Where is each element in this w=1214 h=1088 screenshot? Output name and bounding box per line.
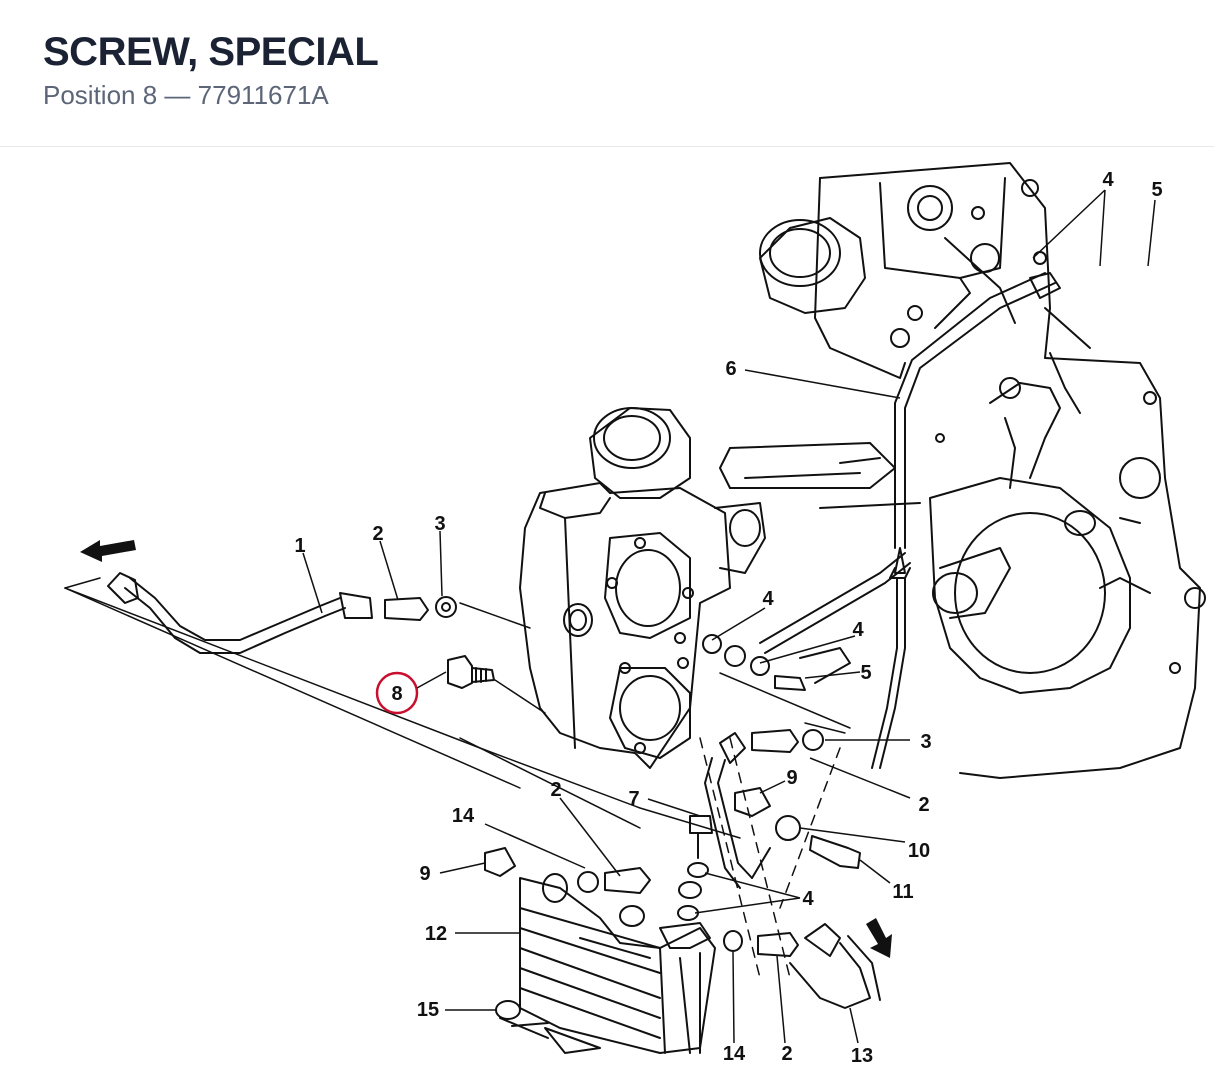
callout-2[interactable]: 2 [918,794,929,816]
return-arrow [866,918,892,958]
callout-2[interactable]: 2 [372,523,383,545]
callout-9[interactable]: 9 [786,767,797,789]
outflow-arrow [80,540,136,562]
washer-3 [435,596,457,618]
callout-12[interactable]: 12 [425,923,447,945]
crankcase-cover [929,377,1206,694]
callout-10[interactable]: 10 [908,840,930,862]
position-label: Position 8 [43,80,158,110]
part-subtitle: Position 8 — 77911671A [43,80,329,111]
callout-4[interactable]: 4 [802,888,814,910]
callout-2[interactable]: 2 [550,779,561,801]
callout-5[interactable]: 5 [860,662,871,684]
callout-11[interactable]: 11 [892,881,913,903]
part-number: 77911671A [197,80,329,110]
rear-cylinder-head [814,162,1201,779]
highlight-ring [375,671,419,715]
part-title: SCREW, SPECIAL [43,30,379,74]
callout-2[interactable]: 2 [781,1043,792,1065]
callout-4[interactable]: 4 [1102,169,1114,191]
oil-line-front [759,552,911,654]
callout-14[interactable]: 14 [723,1043,746,1065]
callout-5[interactable]: 5 [1151,179,1162,201]
oil-line-1 [107,572,373,654]
callout-13[interactable]: 13 [851,1045,873,1067]
rear-intake [759,217,866,314]
callout-9[interactable]: 9 [419,863,430,885]
front-intake [589,407,691,499]
frame-tubes [719,433,945,509]
callout-8[interactable]: 8 [391,683,402,705]
callout-3[interactable]: 3 [920,731,931,753]
screw-special-8 [447,655,495,689]
callout-14[interactable]: 14 [452,805,475,827]
callout-15[interactable]: 15 [417,999,439,1021]
callout-4[interactable]: 4 [852,619,864,641]
callout-7[interactable]: 7 [628,788,639,810]
exploded-parts-diagram: 1 2 3 4 5 6 4 4 5 3 2 9 7 2 14 10 11 9 4… [64,162,1206,1067]
callout-3[interactable]: 3 [434,513,445,535]
oil-line-6 [871,272,1061,769]
part-header: SCREW, SPECIAL Position 8 — 77911671A [0,0,1214,147]
callout-1[interactable]: 1 [294,535,305,557]
union-2 [384,597,429,621]
oil-cooler-12 [519,873,716,1054]
hose-13 [789,923,881,1009]
callout-4[interactable]: 4 [762,588,774,610]
callout-6[interactable]: 6 [725,358,736,380]
highlighted-callout-8[interactable]: 8 [375,671,447,715]
separator: — [164,80,191,110]
front-cylinder-head [519,482,766,769]
